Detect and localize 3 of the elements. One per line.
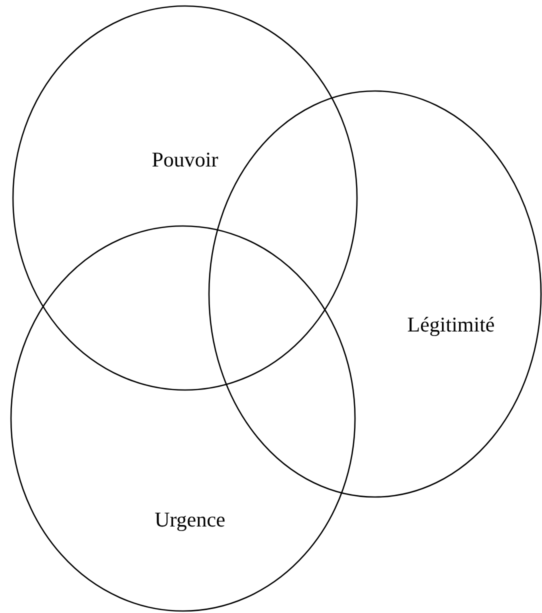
circle-label: Pouvoir [152,150,218,170]
circle-label: Urgence [154,510,226,530]
circle-label: Légitimité [407,314,495,336]
